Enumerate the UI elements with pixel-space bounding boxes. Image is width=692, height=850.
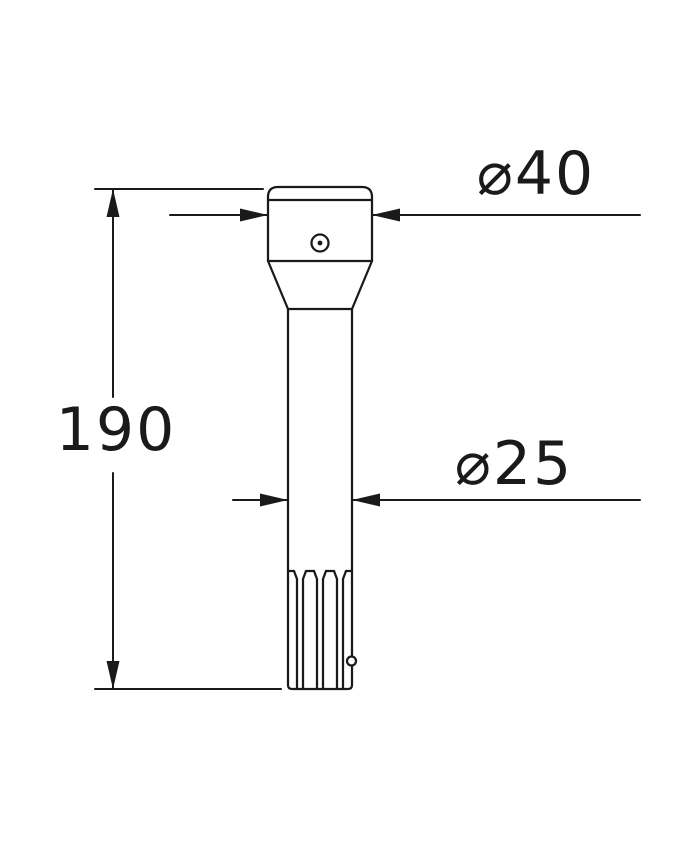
slot-1 <box>292 569 308 690</box>
arrow-right-icon <box>240 208 268 222</box>
arrow-left-icon <box>372 208 400 222</box>
slotted-section <box>286 569 358 690</box>
shaft-outline <box>286 307 354 691</box>
retainer-pin-hole-icon <box>345 655 358 667</box>
dimension-label-shaft-diameter: ⌀25 <box>454 429 574 499</box>
linework <box>94 185 641 691</box>
slot-2 <box>312 569 328 690</box>
arrow-left-icon <box>352 493 380 507</box>
arrowheads <box>106 189 400 689</box>
dimension-lines <box>94 188 641 690</box>
head-hole-center-dot <box>317 240 323 246</box>
head-outline <box>266 185 374 263</box>
arrow-down-icon <box>106 661 120 689</box>
head-hole-icon <box>310 233 330 253</box>
arrow-up-icon <box>106 189 120 217</box>
slot-3 <box>332 569 348 690</box>
arrow-right-icon <box>260 493 288 507</box>
dimension-label-head-diameter: ⌀40 <box>476 139 596 209</box>
taper-outline <box>266 259 374 311</box>
part-outline <box>266 185 374 691</box>
dimension-label-overall-length: 190 <box>55 395 177 465</box>
dim-line-overall-length <box>94 188 282 690</box>
